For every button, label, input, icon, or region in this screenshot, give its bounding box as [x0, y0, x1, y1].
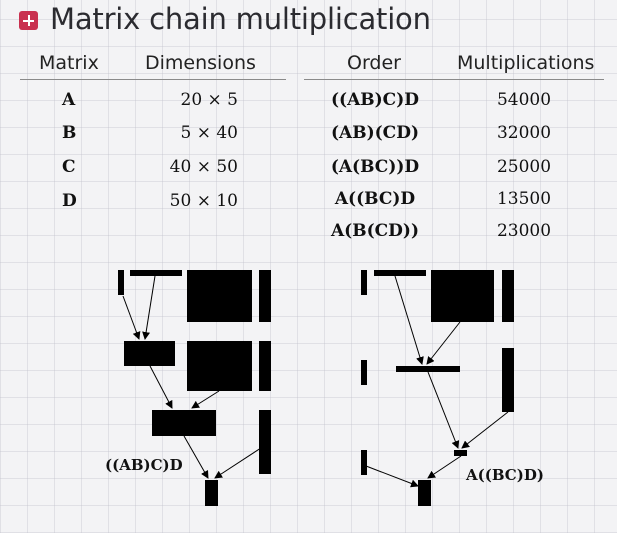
matrix-name: B [62, 123, 77, 143]
order-value: (AB)(CD) [330, 123, 419, 143]
matrix-dims: 20 × 5 [180, 90, 239, 110]
matrix-d-block [502, 348, 514, 412]
multiplications-header: Multiplications [457, 52, 595, 74]
right-header-rule [304, 79, 604, 80]
matrix-name: A [62, 90, 76, 110]
result-block [205, 480, 218, 506]
mults-value: 25000 [496, 157, 552, 177]
arrow [427, 371, 460, 449]
order-header: Order [347, 52, 401, 74]
matrix-a-block [361, 270, 367, 295]
matrix-dims: 5 × 40 [180, 123, 239, 143]
order-value: (A(BC))D [330, 157, 420, 177]
left-header-rule [20, 79, 286, 80]
matrix-b-block [130, 270, 182, 276]
mults-value: 32000 [496, 123, 552, 143]
right-order-diagram: A((BC)D) [361, 270, 544, 506]
matrix-dims: 40 × 50 [169, 157, 238, 177]
left-order-diagram: ((AB)C)D [105, 270, 271, 506]
dimensions-header: Dimensions [145, 52, 256, 74]
matrix-c-block [187, 270, 252, 322]
product-abc-block [152, 410, 216, 436]
mults-value: 23000 [496, 221, 552, 241]
left-diagram-label: ((AB)C)D [105, 456, 183, 474]
matrix-a-block [361, 450, 367, 475]
matrix-d-block [259, 341, 271, 391]
arrow [365, 465, 419, 488]
matrix-name: C [62, 157, 76, 177]
arrow [191, 390, 220, 409]
mults-value: 13500 [496, 189, 552, 209]
matrix-c-block [187, 341, 252, 391]
arrow [461, 411, 509, 449]
arrow [427, 455, 462, 479]
right-diagram-label: A((BC)D) [465, 466, 544, 484]
order-value: A(B(CD)) [330, 221, 419, 241]
arrow [142, 275, 156, 340]
arrow [394, 275, 424, 365]
matrix-a-block [361, 360, 367, 385]
matrix-b-block [374, 270, 426, 276]
matrix-d-block [502, 270, 514, 322]
matrix-dims: 50 × 10 [169, 191, 238, 211]
matrix-c-block [431, 270, 494, 322]
matrix-d-block [259, 270, 271, 322]
arrow [122, 295, 141, 340]
result-block [418, 480, 431, 506]
arrow [149, 365, 173, 409]
order-value: A((BC)D [334, 189, 416, 209]
matrix-d-block [259, 410, 271, 474]
page-title: Matrix chain multiplication [50, 2, 431, 36]
order-value: ((AB)C)D [330, 90, 419, 110]
matrix-header: Matrix [39, 52, 99, 74]
arrow [214, 445, 265, 479]
product-bcd-block [454, 450, 467, 456]
product-bc-block [396, 366, 460, 372]
matrix-a-block [118, 270, 124, 295]
arrow [426, 321, 461, 365]
mults-value: 54000 [496, 90, 552, 110]
product-ab-block [124, 341, 175, 366]
arrow [183, 435, 209, 479]
plus-square-icon [19, 11, 38, 30]
matrix-name: D [62, 191, 77, 211]
